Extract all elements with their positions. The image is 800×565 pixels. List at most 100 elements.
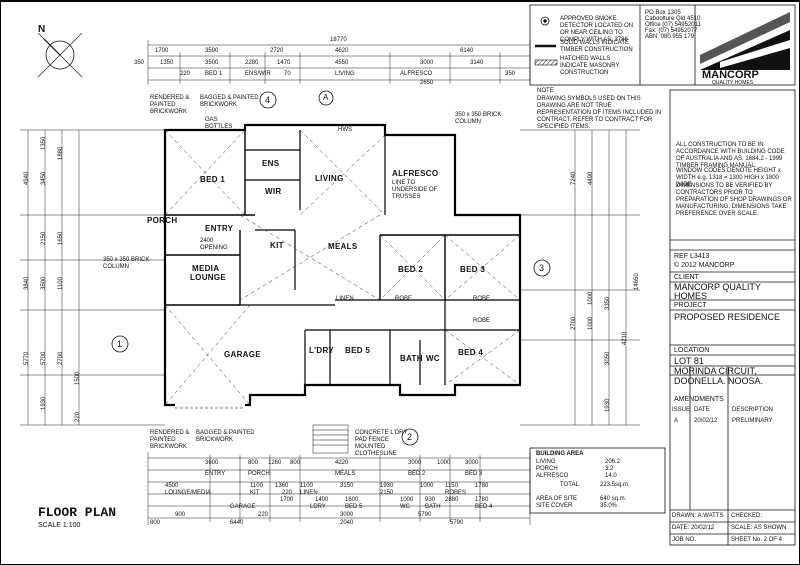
spec-note-3: DIMENSIONS TO BE VERIFIED BY CONTRACTORS… [676,183,792,217]
mancorp-logo [700,12,790,70]
dim-right-7: 4210 [622,331,628,345]
dim-bot4b-0: 900 [175,512,186,518]
project-label: PROJECT [674,302,707,309]
dim-bot4-1: 6440 [230,520,244,526]
dim-bot1-5: 3000 [408,460,422,466]
room-bed2: BED 2 [398,265,424,274]
dim-left-7: 3500 [41,276,47,290]
dim-bot3-0: 1700 [280,497,294,503]
alfresco-note: LINE TO UNDERSIDE OF TRUSSES [392,180,438,200]
room-kit: KIT [270,241,284,250]
dim-top2-7: 3140 [470,60,484,66]
room-robe-2: ROBE [473,296,491,302]
building-area-total-label: TOTAL [560,482,579,488]
marker-1: 1 [117,339,123,349]
checked-label: CHECKED: [731,513,763,519]
dim-bot3b-3: WC [400,504,410,510]
dim-bot2b-4: 2150 [380,490,394,496]
section-markers [111,90,551,446]
note-text: DRAWING SYMBOLS USED ON THIS DRAWING ARE… [537,96,662,130]
dim-bot2-0: 4500 [165,483,179,489]
dim-left-5: 1650 [58,231,64,245]
dim-bot3-4: 930 [425,497,436,503]
dim-left-4: 2150 [41,231,47,245]
room-ldry: L'DRY [309,346,334,355]
dim-right-4: 1000 [588,316,594,330]
label-rendered-bottom: RENDERED & PAINTED BRICKWORK [150,430,190,450]
dim-right-1: 4490 [588,171,594,185]
room-lounge: LOUNGE [190,273,227,282]
legend-symbols [534,16,558,66]
legend-smoke-text: APPROVED SMOKE DETECTOR LOCATED ON OR NE… [560,16,634,43]
dim-bot2-5: 1930 [380,483,394,489]
room-bed4: BED 4 [458,348,484,357]
amend-row-issue: A [674,418,679,424]
right-dimension-lines [520,129,640,426]
room-linen: LINEN [336,296,354,302]
amendments-label: AMENDMENTS [674,396,724,403]
dim-left-12: 1930 [41,396,47,410]
room-robe-3: ROBE [473,318,491,324]
north-arrow [37,32,83,78]
dim-left-6: 3840 [24,276,30,290]
dim-top1-0: 1700 [155,48,169,54]
dim-bot3b-1: LDRY [310,504,326,510]
dim-bot1b-3: BED 2 [408,471,426,477]
note-heading: NOTE [537,88,554,94]
label-concrete-pad: CONCRETE L'DRY PAD FENCE MOUNTED CLOTHES… [355,430,408,457]
building-area-heading: BUILDING AREA [536,451,584,457]
dim-bot3-1: 1400 [315,497,329,503]
dim-bot2b-1: KIT [250,490,260,496]
job-label: JOB NO. [672,537,697,543]
date-label: DATE: 20/02/12 [672,525,715,531]
top-dimension-lines [147,40,531,85]
room-wc: WC [426,354,440,363]
site-area: 640 sq.m. [600,496,627,502]
dim-right-0: 7240 [571,171,577,185]
dim-bot2-8: 1780 [475,483,489,489]
north-label: N [38,24,46,35]
scale-label: SCALE: AS SHOWN [731,525,787,531]
dim-bot2-2: 1360 [275,483,289,489]
dim-left-10: 5700 [41,351,47,365]
dim-top1-4: 6140 [460,48,474,54]
dim-bot4b-3: 5790 [418,512,432,518]
client-value: MANCORP QUALITY HOMES [674,282,761,301]
dim-top2b-3: 70 [284,71,291,77]
dim-bot2-4: 3150 [340,483,354,489]
dim-bot3b-2: BED 5 [345,504,363,510]
dim-bot3-3: 1000 [400,497,414,503]
room-media: MEDIA [192,264,220,273]
dim-bot1-0: 3600 [205,460,219,466]
dim-bot1b-0: ENTRY [205,471,226,477]
building-area-total: 223.5sq.m. [600,482,630,488]
dim-bot4-2: 2040 [340,520,354,526]
amend-header-issue: ISSUE [672,407,691,413]
dim-top1-1: 3590 [205,48,219,54]
dim-bot1-7: 3000 [465,460,479,466]
dim-left-2: 3450 [41,171,47,185]
room-entry: ENTRY [205,224,234,233]
site-cover-label: SITE COVER [536,503,573,509]
amend-row-desc: PRELIMINARY [732,418,773,424]
room-bed3: BED 3 [460,265,486,274]
dim-top2b-1: BED 1 [205,71,223,77]
dim-left-14: 220 [75,411,81,422]
location-label: LOCATION [674,347,710,354]
dim-bot1-4: 4220 [335,460,349,466]
dim-bot3-2: 1600 [345,497,359,503]
room-alfresco: ALFRESCO [392,169,439,178]
amend-header-desc: DESCRIPTION [732,407,774,413]
dim-bot3b-4: BATH [425,504,441,510]
drawn-label: DRAWN: A.WATTS [672,513,724,519]
room-bed1: BED 1 [200,175,226,184]
left-dimension-lines [20,129,165,426]
dim-bot4b-1: 220 [258,512,269,518]
concrete-pad [312,424,349,454]
dim-bot4-3: 5790 [450,520,464,526]
dim-top2-6: 3000 [420,60,434,66]
label-bagged-bottom: BAGGED & PAINTED BRICKWORK [196,430,255,443]
dim-right-3: 1000 [588,291,594,305]
